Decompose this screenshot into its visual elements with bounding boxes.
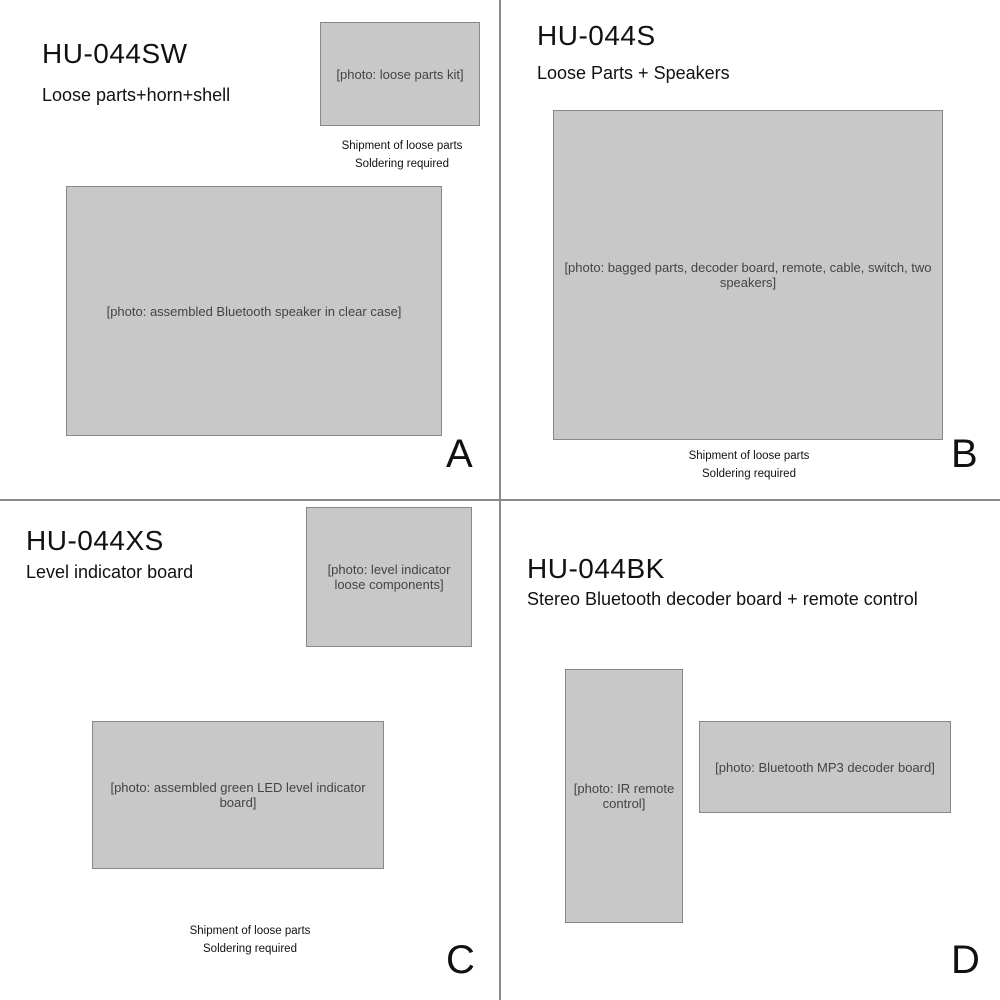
loose-parts-photo: [photo: loose parts kit] (320, 22, 480, 126)
model-title: HU-044S (537, 20, 656, 51)
panel-a: HU-044SW Loose parts+horn+shell [photo: … (0, 0, 499, 499)
shipment-note: Shipment of loose parts Soldering requir… (649, 447, 849, 483)
shipment-line-1: Shipment of loose parts (688, 450, 810, 462)
horizontal-divider (0, 499, 1000, 501)
panel-d: HU-044BK Stereo Bluetooth decoder board … (501, 501, 1000, 1000)
loose-components-photo: [photo: level indicator loose components… (306, 507, 472, 647)
model-description: Level indicator board (26, 562, 194, 582)
model-title: HU-044SW (42, 38, 188, 69)
model-description: Stereo Bluetooth decoder board + remote … (527, 589, 918, 609)
parts-and-speakers-photo: [photo: bagged parts, decoder board, rem… (553, 110, 943, 440)
remote-control-photo: [photo: IR remote control] (565, 669, 683, 923)
panel-letter: C (446, 938, 475, 982)
shipment-line-1: Shipment of loose parts (341, 140, 463, 152)
shipment-line-2: Soldering required (702, 468, 796, 480)
panel-b: HU-044S Loose Parts + Speakers [photo: b… (501, 0, 1000, 499)
model-description: Loose parts+horn+shell (42, 85, 231, 105)
assembled-speaker-photo: [photo: assembled Bluetooth speaker in c… (66, 186, 442, 436)
panel-letter: A (446, 432, 473, 476)
bluetooth-decoder-board-photo: [photo: Bluetooth MP3 decoder board] (699, 721, 951, 813)
shipment-note: Shipment of loose parts Soldering requir… (302, 137, 499, 173)
shipment-line-1: Shipment of loose parts (189, 925, 311, 937)
shipment-line-2: Soldering required (203, 943, 297, 955)
shipment-note: Shipment of loose parts Soldering requir… (150, 922, 350, 958)
shipment-line-2: Soldering required (355, 158, 449, 170)
model-description: Loose Parts + Speakers (537, 63, 730, 83)
level-indicator-board-photo: [photo: assembled green LED level indica… (92, 721, 384, 869)
panel-letter: D (951, 938, 980, 982)
model-title: HU-044XS (26, 525, 164, 556)
panel-c: HU-044XS Level indicator board [photo: l… (0, 501, 499, 1000)
model-title: HU-044BK (527, 553, 665, 584)
panel-letter: B (951, 432, 978, 476)
